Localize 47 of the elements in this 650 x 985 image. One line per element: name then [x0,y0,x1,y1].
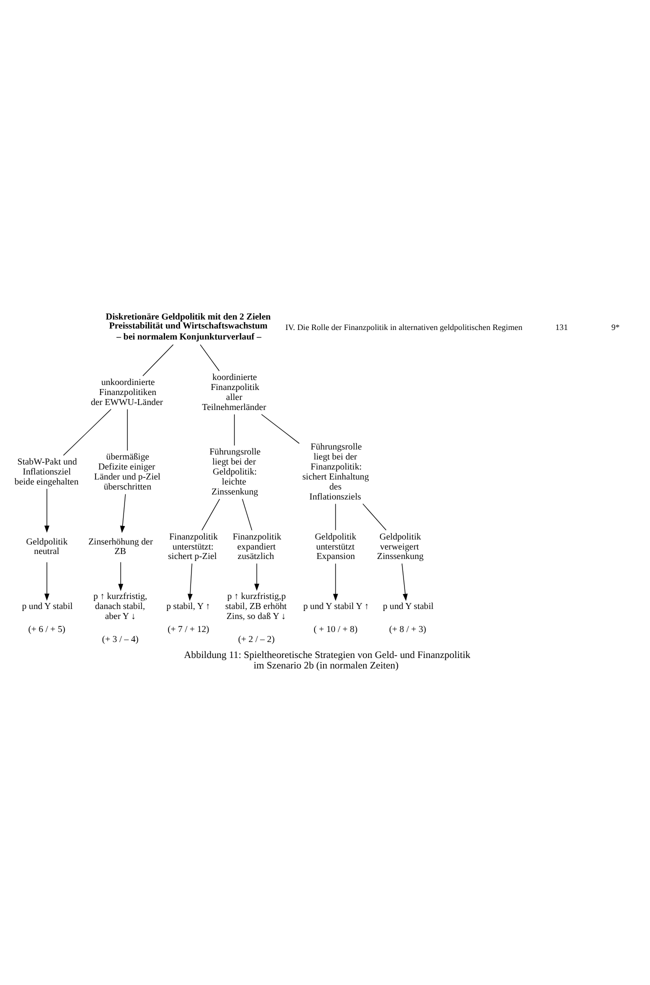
label: IV. Die Rolle der Finanzpolitik in alternativen geldpolitischen Regimen [285,322,522,332]
arrow [44,561,50,600]
node-label: (+ 6 / + 5) [28,624,66,634]
node-text: Geldpolitik unterstützt Expansion [314,530,356,561]
caption: Abbildung 11: Spieltheoretische Strategien von Geld- und Finanzpolitik im Szenario 2b (in normalen Zeiten) [184,649,470,672]
connector [142,344,174,376]
node-text: Geldpolitik neutral [26,536,68,556]
node-text: Finanzpolitik unterstützt: sichert p-Ziel [168,530,218,561]
node-text: Führungsrolle liegt bei der Geldpolitik: leichte Zinssenkung [209,446,261,496]
label: 131 [555,322,568,332]
connector [234,414,235,446]
connector [63,408,112,456]
node-text: p und Y stabil [382,600,434,610]
connector [362,503,386,530]
node-label: (+ 3 / – 4) [102,634,139,644]
connector [202,498,220,530]
node-text: p ↑ kurzfristig, danach stabil, aber Y ↓ [93,590,148,620]
label: 9* [611,322,620,332]
node-text: Geldpolitik verweigert Zinssenkung [377,530,424,561]
arrow [333,562,338,600]
node-text: Zinserhöhung der ZB [88,536,153,556]
node-text: p und Y stabil Y ↑ [303,600,369,610]
arrow [120,493,126,532]
node-text: StabW-Pakt und Inflationsziel beide eingehalten [14,456,79,486]
connector [127,408,128,450]
node-text: p ↑ kurzfristig,p stabil, ZB erhöht Zins, so daß Y ↓ [225,590,287,620]
connector [242,498,252,530]
node-label: (+ 2 / – 2) [238,634,275,644]
node-text: Diskretionäre Geldpolitik mit den 2 Zielen Preisstabilität und Wirtschaftswachstum – bei normalem Konjunkturverlauf – [106,310,271,341]
node-label: (+ 8 / + 3) [389,624,426,634]
node-text: p und Y stabil [22,600,73,610]
node-text: Finanzpolitik expandiert zusätzlich [232,530,282,561]
connector [261,414,300,444]
arrow [402,562,408,600]
node-text: p stabil, Y ↑ [166,600,210,610]
arrow [188,562,193,600]
node-text: unkoordinierte Finanzpolitiken der EWWU-Länder [90,376,163,406]
arrow [44,488,50,532]
node-text: koordinierte Finanzpolitik aller Teilnehmerländer [202,372,266,412]
arrow [118,561,124,591]
connector [200,344,220,371]
node-text: übermäßige Defizite einiger Länder und p-Ziel überschritten [94,451,160,492]
node-label: ( + 10 / + 8) [314,624,358,634]
connector [335,503,336,530]
arrow [254,562,260,590]
node-text: Führungsrolle liegt bei der Finanzpolitik: sichert Einhaltung des Inflationsziels [302,441,369,501]
node-label: (+ 7 / + 12) [168,624,210,634]
